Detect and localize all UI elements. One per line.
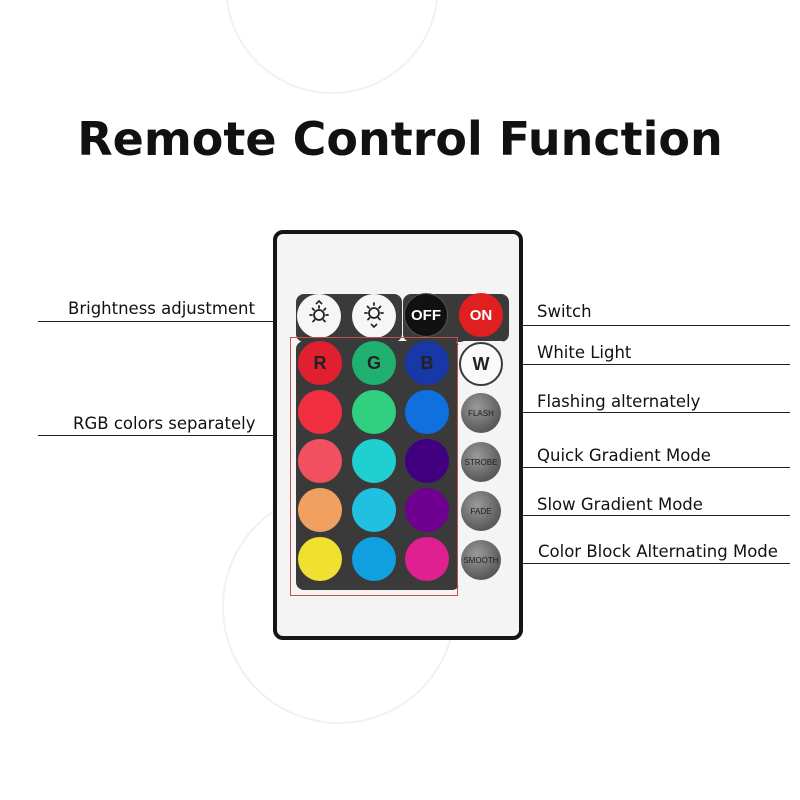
green-label: G: [366, 352, 381, 373]
green-button[interactable]: G: [352, 341, 396, 385]
color-button[interactable]: [405, 537, 449, 581]
label-rgb: RGB colors separately: [73, 414, 256, 433]
label-white: White Light: [537, 343, 632, 362]
sun-down-icon: [359, 299, 389, 333]
red-button[interactable]: R: [298, 341, 342, 385]
fade-button[interactable]: FADE: [461, 491, 501, 531]
sun-up-icon: [304, 299, 334, 333]
line-fade: [512, 515, 790, 516]
color-button[interactable]: [352, 488, 396, 532]
label-strobe: Quick Gradient Mode: [537, 446, 711, 465]
line-switch: [512, 325, 790, 326]
color-button[interactable]: [405, 439, 449, 483]
line-smooth: [512, 563, 790, 564]
label-smooth: Color Block Alternating Mode: [538, 542, 778, 561]
white-label: W: [472, 353, 490, 374]
flash-button[interactable]: FLASH: [461, 393, 501, 433]
blue-label: B: [420, 352, 434, 373]
line-brightness: [38, 321, 288, 322]
flash-label: FLASH: [468, 408, 494, 418]
label-switch: Switch: [537, 302, 592, 321]
label-fade: Slow Gradient Mode: [537, 495, 703, 514]
smooth-button[interactable]: SMOOTH: [461, 540, 501, 580]
strobe-button[interactable]: STROBE: [461, 442, 501, 482]
color-button[interactable]: [352, 390, 396, 434]
brightness-down-button[interactable]: [352, 294, 396, 338]
white-button[interactable]: W: [459, 342, 503, 386]
color-button[interactable]: [352, 537, 396, 581]
page-title: Remote Control Function: [77, 112, 723, 166]
red-label: R: [313, 352, 327, 373]
brightness-up-button[interactable]: [297, 294, 341, 338]
line-strobe: [512, 467, 790, 468]
on-label: ON: [469, 306, 493, 324]
line-flash: [512, 412, 790, 413]
fade-label: FADE: [470, 506, 492, 516]
rgb-highlight-box: [290, 337, 458, 596]
color-button[interactable]: [298, 537, 342, 581]
label-brightness: Brightness adjustment: [68, 299, 255, 318]
color-button[interactable]: [405, 390, 449, 434]
off-label: OFF: [411, 306, 441, 324]
on-button[interactable]: ON: [459, 293, 503, 337]
color-button[interactable]: [298, 439, 342, 483]
color-button[interactable]: [352, 439, 396, 483]
smooth-label: SMOOTH: [463, 555, 499, 565]
watermark-top: [225, 0, 439, 94]
color-button[interactable]: [298, 390, 342, 434]
line-white: [512, 364, 790, 365]
label-flash: Flashing alternately: [537, 392, 701, 411]
color-button[interactable]: [405, 488, 449, 532]
line-rgb: [38, 435, 290, 436]
color-button[interactable]: [298, 488, 342, 532]
strobe-label: STROBE: [464, 457, 498, 467]
off-button[interactable]: OFF: [404, 293, 448, 337]
blue-button[interactable]: B: [405, 341, 449, 385]
